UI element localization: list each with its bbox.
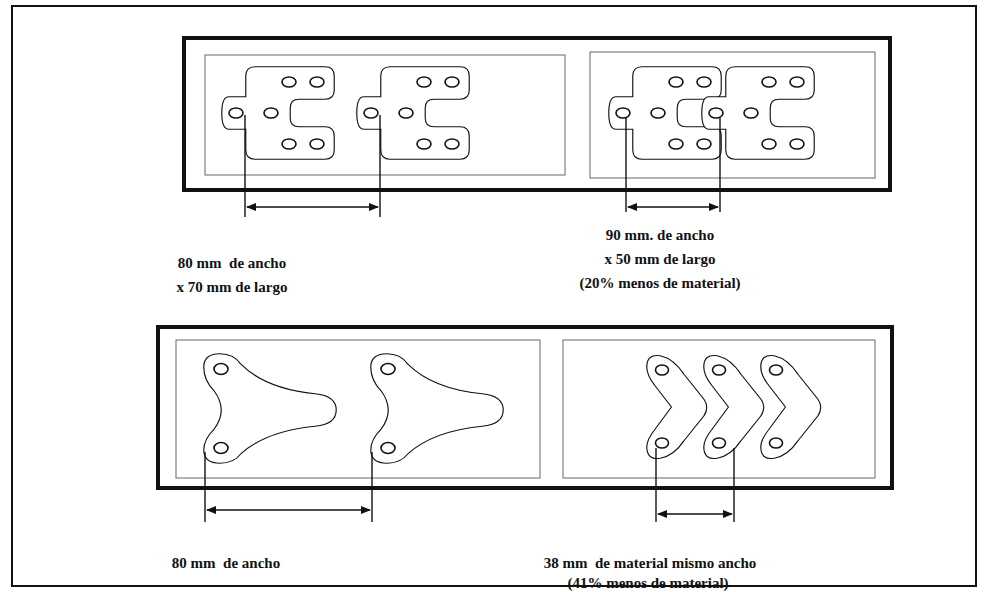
dimension-label: 90 mm. de ancho	[606, 226, 714, 244]
dimension-label: 80 mm de ancho	[178, 254, 286, 272]
dimension-label: x 50 mm de largo	[605, 250, 716, 268]
dimension-label: (41% menos de material)	[567, 574, 728, 592]
dimension-label: (20% menos de material)	[579, 274, 740, 292]
dimension-label: 80 mm de ancho	[172, 554, 280, 572]
dimension-label: x 70 mm de largo	[177, 278, 288, 296]
dimension-label: 38 mm de material mismo ancho	[544, 554, 756, 572]
